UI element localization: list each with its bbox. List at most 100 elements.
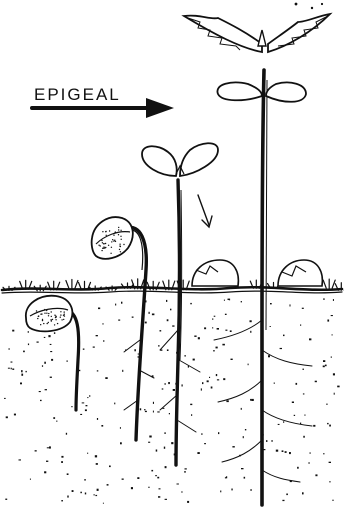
- soil-speck: [226, 400, 228, 402]
- soil-speck: [285, 451, 287, 453]
- shed-seed-coat-1: [192, 260, 238, 286]
- soil-speck: [84, 479, 86, 480]
- soil-speck: [159, 488, 161, 489]
- soil-speck: [297, 467, 299, 469]
- soil-speck: [212, 318, 213, 319]
- seed-dot: [40, 324, 41, 325]
- soil-speck: [51, 359, 53, 361]
- seed-dot: [115, 241, 116, 242]
- soil-speck: [122, 370, 123, 372]
- soil-speck: [283, 335, 285, 337]
- soil-speck: [217, 379, 219, 380]
- soil-speck: [198, 337, 200, 339]
- soil-speck: [93, 347, 95, 348]
- seed-dot: [44, 313, 45, 314]
- soil-speck: [302, 492, 304, 494]
- soil-speck: [5, 499, 7, 500]
- soil-speck: [21, 374, 23, 376]
- seed-dot: [63, 319, 64, 320]
- soil-speck: [303, 393, 305, 394]
- soil-speck: [101, 425, 103, 427]
- seed-dot: [54, 315, 55, 316]
- cotyledon-right: [266, 82, 306, 101]
- soil-speck: [282, 500, 284, 501]
- soil-speck: [148, 442, 150, 443]
- soil-speck: [211, 387, 213, 389]
- soil-speck: [331, 315, 333, 316]
- soil-speck: [326, 404, 327, 406]
- soil-speck: [292, 402, 294, 404]
- soil-speck: [166, 300, 167, 302]
- soil-speck: [289, 452, 291, 454]
- seed-dot: [104, 243, 105, 244]
- soil-speck: [272, 440, 273, 442]
- soil-speck: [95, 495, 97, 496]
- soil-speck: [86, 405, 88, 406]
- soil-speck: [39, 391, 41, 392]
- soil-speck: [30, 479, 31, 480]
- soil-speck: [98, 308, 100, 310]
- seed-dot: [113, 240, 114, 241]
- soil-speck: [171, 442, 173, 444]
- soil-speck: [158, 345, 159, 347]
- seed-dot: [42, 320, 43, 321]
- grass-tuft: [34, 285, 46, 291]
- soil-speck: [223, 378, 225, 380]
- soil-speck: [12, 330, 14, 332]
- seedling-stage-2: [92, 217, 154, 440]
- soil-speck: [149, 436, 151, 438]
- soil-speck: [212, 327, 213, 328]
- soil-speck: [204, 327, 206, 329]
- soil-speck: [327, 423, 329, 424]
- soil-speck: [170, 309, 171, 311]
- soil-speck: [102, 323, 103, 324]
- soil-speck: [248, 364, 249, 366]
- seed-dot: [44, 309, 45, 310]
- grass-tuft: [89, 286, 101, 290]
- grass-tuft: [66, 280, 78, 289]
- seed-dot: [101, 240, 102, 241]
- seed-dot: [115, 231, 116, 232]
- seed-dot: [118, 229, 119, 230]
- soil-speck: [50, 344, 52, 345]
- soil-speck: [80, 414, 82, 415]
- soil-speck: [217, 328, 219, 330]
- soil-speck: [243, 436, 244, 438]
- soil-speck: [49, 446, 51, 448]
- soil-speck: [50, 351, 52, 352]
- soil-speck: [61, 500, 63, 501]
- soil-speck: [270, 303, 272, 304]
- soil-speck: [61, 456, 63, 458]
- soil-speck: [280, 348, 282, 349]
- soil-speck: [187, 501, 189, 503]
- soil-speck: [296, 383, 298, 385]
- seedling-stage-4: [184, 14, 330, 505]
- soil-speck: [50, 377, 52, 378]
- soil-speck: [97, 418, 98, 420]
- soil-speck: [169, 413, 170, 414]
- seedling-stage-1: [26, 296, 79, 410]
- soil-speck: [241, 408, 242, 410]
- soil-speck: [35, 450, 37, 451]
- soil-speck: [155, 475, 157, 476]
- soil-speck: [42, 365, 43, 367]
- soil-speck: [165, 499, 167, 500]
- soil-speck: [4, 398, 6, 399]
- soil-speck: [164, 433, 166, 434]
- soil-speck: [270, 326, 271, 327]
- soil-speck: [283, 421, 284, 423]
- soil-speck: [153, 402, 154, 404]
- seed-dot: [113, 235, 114, 236]
- seed-dot: [109, 230, 110, 231]
- soil-speck: [67, 360, 68, 362]
- seed-dot: [36, 310, 37, 311]
- soil-speck: [96, 335, 98, 336]
- soil-speck: [153, 411, 154, 413]
- soil-speck: [204, 443, 206, 444]
- soil-speck: [245, 429, 246, 430]
- seed-shape: [92, 217, 133, 259]
- soil-speck: [303, 369, 304, 370]
- soil-speck: [309, 338, 311, 340]
- seed-dot: [119, 244, 120, 245]
- seed-dot: [52, 319, 53, 320]
